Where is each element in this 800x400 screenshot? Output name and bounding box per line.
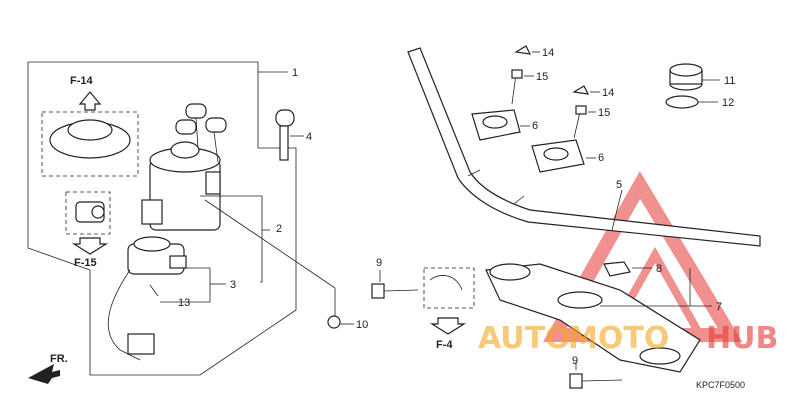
watermark-hub: HUB xyxy=(706,321,778,356)
diagram-code: KPC7F0500 xyxy=(696,380,745,390)
ref-fr: FR. xyxy=(50,353,68,365)
fuel-cap-center xyxy=(67,119,113,141)
front-arrow: FR. xyxy=(28,353,68,384)
f4-box xyxy=(423,267,475,309)
ignition-group-outline xyxy=(27,61,297,376)
arrow-up-icon xyxy=(78,91,102,111)
callout-13: 13 xyxy=(178,297,190,309)
watermark-auto: AUTO xyxy=(478,321,571,356)
callout-15a: 15 xyxy=(536,71,548,83)
callout-7: 7 xyxy=(716,301,722,313)
lock-assembly xyxy=(107,236,187,361)
screw-13 xyxy=(149,284,159,297)
callout-numbers: 1 2 3 4 5 6 6 7 8 9 9 10 11 12 13 14 14 … xyxy=(178,47,735,367)
callout-4: 4 xyxy=(306,131,312,143)
watermark-text: AUTO MOTO HUB xyxy=(478,321,778,356)
f14-box xyxy=(41,111,139,177)
seat-lock-cylinder xyxy=(91,205,105,219)
rubber-8 xyxy=(603,261,631,277)
bolt-15-b xyxy=(573,111,581,139)
nut-11 xyxy=(669,63,703,91)
arrow-down-f4-icon xyxy=(429,317,467,335)
holder-upper-right xyxy=(531,139,585,173)
callout-8: 8 xyxy=(656,263,662,275)
callout-1: 1 xyxy=(292,67,298,79)
callout-2: 2 xyxy=(276,223,282,235)
bolt-15-a xyxy=(511,73,517,105)
callout-11: 11 xyxy=(724,75,735,87)
holder-upper-left xyxy=(471,109,521,141)
arrow-down-icon xyxy=(71,237,109,255)
washer-12 xyxy=(665,95,699,109)
bolt-10 xyxy=(327,288,341,329)
callout-14b: 14 xyxy=(602,87,614,99)
f15-box xyxy=(65,191,111,235)
callout-9b: 9 xyxy=(572,355,578,367)
callout-12: 12 xyxy=(722,97,734,109)
callout-15b: 15 xyxy=(598,107,610,119)
callout-10: 10 xyxy=(356,319,368,331)
callout-6b: 6 xyxy=(598,152,604,164)
callout-5: 5 xyxy=(616,179,622,191)
ignition-switch xyxy=(141,141,221,231)
bolt-9-b xyxy=(569,373,623,389)
callout-9a: 9 xyxy=(376,257,382,269)
cap-14-a xyxy=(514,45,532,55)
key-set xyxy=(175,103,227,163)
ref-f15: F-15 xyxy=(74,257,97,269)
callout-3: 3 xyxy=(230,279,236,291)
spare-key xyxy=(275,109,295,161)
leader-lines xyxy=(160,51,720,370)
bolt-9-a xyxy=(371,283,419,299)
handlebar xyxy=(407,47,761,247)
top-bridge xyxy=(485,263,701,373)
callout-6a: 6 xyxy=(532,120,538,132)
cable-clamp xyxy=(429,275,463,291)
watermark-moto: MOTO xyxy=(568,321,669,356)
callout-14a: 14 xyxy=(542,47,554,59)
cap-14-b xyxy=(572,85,590,95)
ref-f4: F-4 xyxy=(436,339,453,351)
ref-f14: F-14 xyxy=(70,75,94,87)
